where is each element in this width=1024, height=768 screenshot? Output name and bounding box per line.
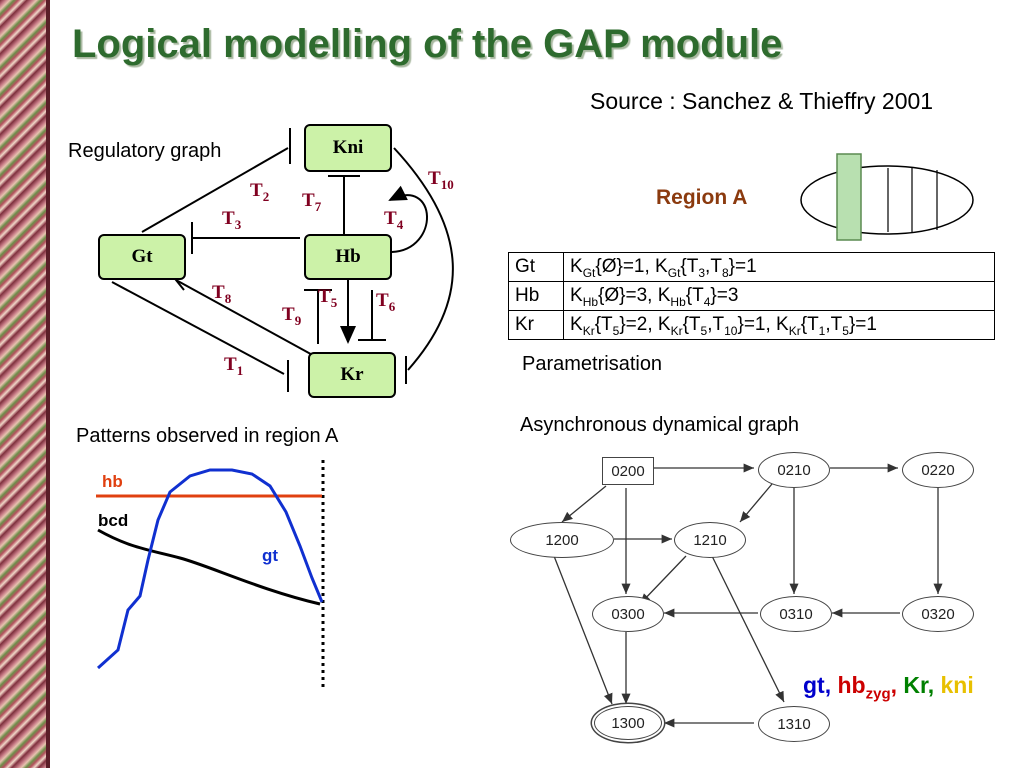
label-t2: T2	[250, 180, 269, 204]
hb-curve-label: hb	[102, 472, 123, 491]
state-1200: 1200	[510, 522, 614, 558]
state-0200: 0200	[602, 457, 654, 485]
label-t6: T6	[376, 290, 396, 314]
node-kni: Kni	[304, 124, 392, 172]
legend-kr: Kr	[903, 672, 928, 698]
state-1210: 1210	[674, 522, 746, 558]
edge-t1	[111, 281, 285, 375]
state-1300: 1300	[594, 706, 662, 740]
regulatory-graph-caption: Regulatory graph	[68, 140, 222, 162]
async-graph-caption: Asynchronous dynamical graph	[520, 414, 800, 436]
node-gt: Gt	[98, 234, 186, 280]
label-t8: T8	[212, 282, 232, 306]
decorative-border-strip	[0, 0, 50, 768]
node-kr: Kr	[308, 352, 396, 398]
edge-t10	[393, 147, 454, 371]
table-row: Gt KGt{Ø}=1, KGt{T3,T8}=1	[508, 252, 995, 282]
parametrisation-caption: Parametrisation	[522, 353, 663, 375]
bcd-curve-label: bcd	[98, 511, 129, 530]
edge-t4	[388, 185, 428, 253]
legend-hb: hb	[837, 672, 866, 698]
legend-kni: kni	[940, 672, 974, 698]
edge-t2	[141, 147, 289, 233]
gt-curve-label: gt	[262, 546, 279, 565]
state-0220: 0220	[902, 452, 974, 488]
parameter-cell: KGt{Ø}=1, KGt{T3,T8}=1	[563, 252, 995, 282]
state-0310: 0310	[760, 596, 832, 632]
state-1310: 1310	[758, 706, 830, 742]
source-citation: Source : Sanchez & Thieffry 2001	[590, 88, 934, 114]
label-t7: T7	[302, 190, 322, 214]
slide-title: Logical modelling of the GAP module	[72, 22, 783, 66]
state-0210: 0210	[758, 452, 830, 488]
label-t3: T3	[222, 208, 242, 232]
patterns-caption: Patterns observed in region A	[76, 425, 339, 447]
label-t1: T1	[224, 354, 243, 378]
label-t9: T9	[282, 304, 302, 328]
region-a-label: Region A	[656, 186, 748, 209]
state-0320: 0320	[902, 596, 974, 632]
parametrisation-table: Gt KGt{Ø}=1, KGt{T3,T8}=1 Hb KHb{Ø}=3, K…	[508, 252, 995, 340]
gene-cell: Gt	[508, 252, 564, 282]
gt-curve	[96, 468, 324, 670]
label-t10: T10	[428, 168, 454, 192]
legend-gt: gt	[803, 672, 825, 698]
label-t4: T4	[384, 208, 404, 232]
table-row: Kr KKr{T5}=2, KKr{T5,T10}=1, KKr{T1,T5}=…	[508, 310, 995, 340]
label-t5: T5	[318, 286, 338, 310]
parameter-cell: KKr{T5}=2, KKr{T5,T10}=1, KKr{T1,T5}=1	[563, 310, 995, 340]
bcd-curve	[97, 528, 321, 606]
state-0300: 0300	[592, 596, 664, 632]
edge-t8	[175, 279, 319, 359]
node-hb: Hb	[304, 234, 392, 280]
gene-legend: gt, hbzyg, Kr, kni	[803, 672, 974, 703]
gene-cell: Kr	[508, 310, 564, 340]
